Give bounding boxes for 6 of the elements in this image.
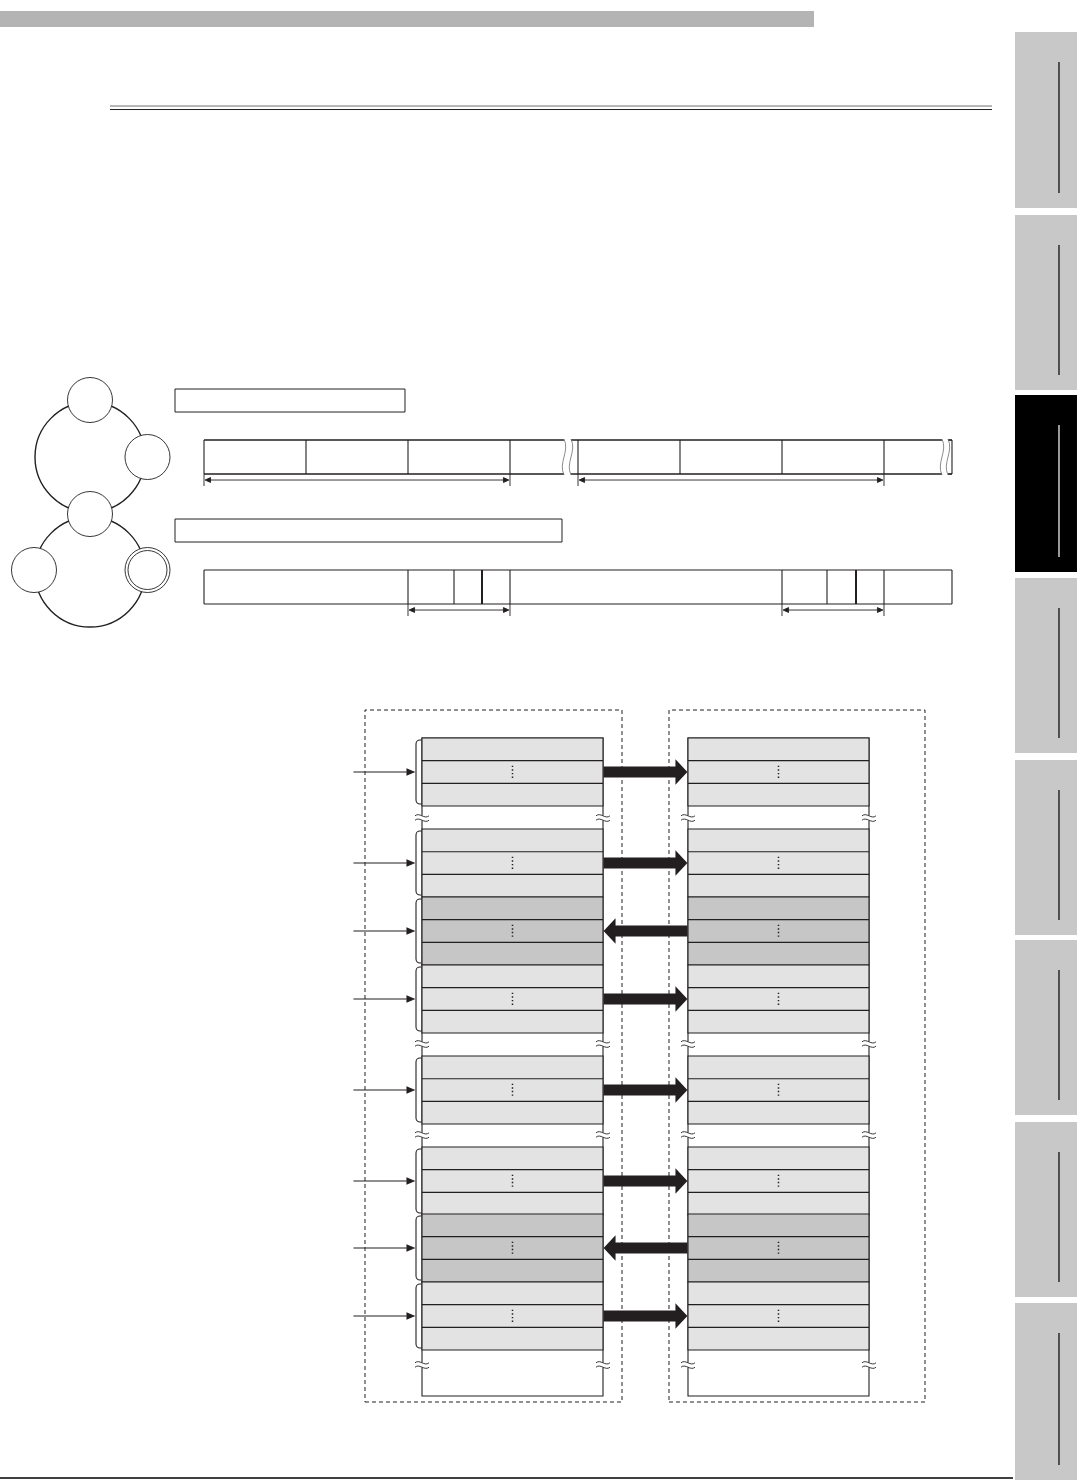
outline-box <box>174 518 563 543</box>
outline-box <box>174 388 406 413</box>
dashed-frame <box>668 709 926 1403</box>
frame-bar <box>203 438 953 476</box>
dashed-frame <box>364 709 623 1403</box>
frame-bar <box>203 569 953 605</box>
